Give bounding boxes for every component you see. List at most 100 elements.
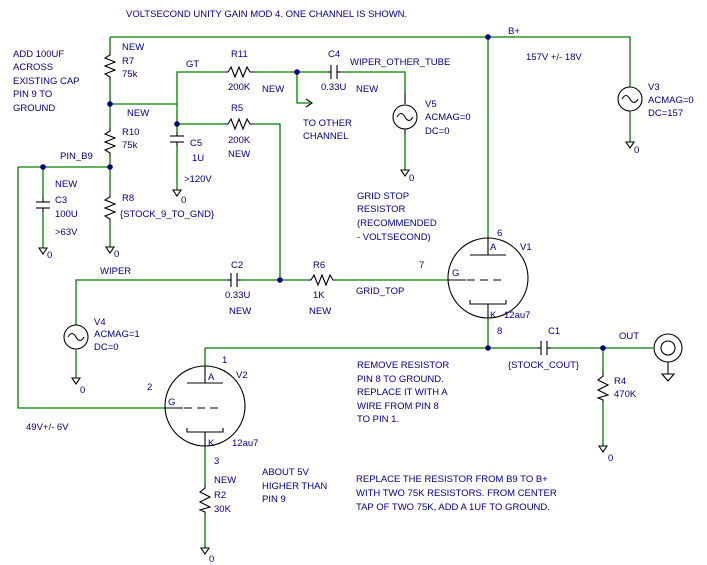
capacitor-c1 [537, 341, 551, 355]
label-nodes_text-ground: 0 [634, 145, 639, 156]
label-notes-remove_resistor-2: REPLACE IT WITH A [357, 387, 448, 398]
label-pins-g: G [452, 268, 459, 279]
label-pins-v1_grid: 7 [419, 260, 424, 271]
label-notes-add_cap-1: ACROSS [13, 62, 53, 73]
label-components-r10-value: 75k [122, 140, 138, 151]
label-nets-bplus: B+ [508, 26, 520, 37]
label-notes-add_cap-2: EXISTING CAP [13, 76, 80, 87]
label-nodes_text-ground: 0 [409, 173, 414, 184]
label-components-v1-type: 12au7 [504, 310, 530, 321]
label-components-v5-dc: DC=0 [425, 126, 450, 137]
label-nodes_text-ground: 0 [209, 554, 214, 565]
ground-symbols [37, 141, 636, 555]
label-components-v5-acmag: ACMAG=0 [425, 112, 471, 123]
tube-v1 [447, 237, 529, 319]
label-components-v4-ref: V4 [94, 317, 106, 328]
label-components-c5-value: 1U [192, 153, 204, 164]
label-components-v4-acmag: ACMAG=1 [94, 329, 140, 340]
label-components-c3-value: 100U [55, 209, 78, 220]
resistor-r8 [103, 194, 117, 222]
label-notes-add_cap-3: PIN 9 TO [13, 89, 52, 100]
label-nodes_text-ground: 0 [608, 453, 613, 464]
label-voltages-c3_rating: >63V [55, 227, 78, 238]
tube-v2 [164, 365, 246, 447]
label-components-r5-ref: R5 [231, 103, 243, 114]
resistor-r4 [596, 372, 610, 402]
label-nodes_text-new: NEW [127, 108, 149, 119]
label-notes-replace_resistor-2: TAP OF TWO 75K, ADD A 1UF TO GROUND. [356, 502, 550, 513]
label-nets-out: OUT [619, 331, 639, 342]
label-components-v2-type: 12au7 [232, 438, 258, 449]
label-components-r7-value: 75k [122, 69, 138, 80]
label-components-r11-note: NEW [262, 84, 284, 95]
label-components-r2-ref: R2 [214, 490, 226, 501]
label-components-r11-ref: R11 [231, 49, 248, 60]
label-components-r7-note: NEW [122, 42, 144, 53]
wires [17, 36, 653, 548]
label-components-c2-note: NEW [229, 306, 251, 317]
label-notes-about_5v-1: HIGHER THAN [262, 481, 327, 492]
label-pins-a: A [208, 372, 215, 383]
label-components-c5-ref: C5 [190, 138, 202, 149]
label-notes-remove_resistor-0: REMOVE RESISTOR [357, 360, 449, 371]
label-notes-remove_resistor-1: PIN 8 TO GROUND. [357, 374, 444, 385]
label-components-v5-ref: V5 [425, 99, 437, 110]
label-components-v3-acmag: ACMAG=0 [648, 95, 694, 106]
label-components-c1-value: {STOCK_COUT} [508, 360, 579, 371]
label-notes-replace_resistor-0: REPLACE THE RESISTOR FROM B9 TO B+ [356, 474, 548, 485]
label-components-c1-ref: C1 [548, 326, 560, 337]
label-components-c4-note: NEW [356, 84, 378, 95]
label-components-r5-note: NEW [228, 149, 250, 160]
label-components-v4-dc: DC=0 [94, 342, 119, 353]
label-voltages-pin1_range: 49V+/- 6V [26, 422, 69, 433]
label-components-c3-ref: C3 [55, 195, 67, 206]
label-nets-pin_b9: PIN_B9 [60, 151, 93, 162]
bplus-rail [110, 36, 631, 87]
capacitor-c3 [36, 198, 50, 212]
label-notes-about_5v-0: ABOUT 5V [262, 467, 309, 478]
source-v3 [617, 86, 643, 112]
source-v5 [392, 94, 418, 134]
label-nodes_text-ground: 0 [181, 195, 186, 206]
source-v4 [63, 324, 89, 350]
label-nodes_text-ground: 0 [114, 249, 119, 260]
label-components-v1-ref: V1 [520, 242, 532, 253]
label-nets-gt: GT [186, 59, 199, 70]
label-notes-grid_stop-1: RESISTOR [357, 204, 406, 215]
label-components-c2-ref: C2 [231, 260, 243, 271]
label-notes-grid_stop-3: - VOLTSECOND) [357, 232, 431, 243]
to-other-channel-arrow [296, 72, 310, 104]
label-components-r4-ref: R4 [614, 376, 626, 387]
resistor-r5 [225, 117, 255, 131]
pin-b9-wire [17, 167, 165, 409]
label-pins-k: K [208, 438, 215, 449]
label-components-r5-value: 200K [228, 135, 251, 146]
label-pins-v1_cathode: 8 [497, 326, 502, 337]
label-components-r8-value: {STOCK_9_TO_GND} [120, 209, 214, 220]
label-notes-about_5v-2: PIN 9 [262, 494, 286, 505]
label-notes-remove_resistor-4: TO PIN 1. [357, 414, 399, 425]
capacitor-c5 [170, 132, 184, 146]
label-components-r6-note: NEW [309, 306, 331, 317]
label-pins-v2_anode: 1 [222, 355, 227, 366]
label-components-c4-value: 0.33U [321, 82, 346, 93]
label-nodes_text-ground: 0 [47, 250, 52, 261]
label-nets-grid_top: GRID_TOP [356, 286, 404, 297]
label-components-c2-value: 0.33U [225, 290, 250, 301]
resistor-r2 [198, 484, 212, 514]
resistor-r10 [103, 128, 117, 156]
label-components-r8-ref: R8 [122, 193, 134, 204]
label-notes-to_other_channel-1: CHANNEL [303, 131, 348, 142]
arrow-head-icon [305, 98, 313, 108]
label-components-r10-ref: R10 [122, 127, 139, 138]
label-notes-grid_stop-2: (RECOMMENDED [357, 218, 437, 229]
label-voltages-bplus_range: 157V +/- 18V [526, 52, 582, 63]
output-jack [653, 333, 683, 382]
label-notes-grid_stop-0: GRID STOP [357, 191, 409, 202]
label-components-v2-ref: V2 [236, 370, 248, 381]
label-components-r2-value: 30K [214, 504, 232, 515]
labels: VOLTSECOND UNITY GAIN MOD 4. ONE CHANNEL… [13, 9, 694, 565]
label-pins-g: G [168, 397, 175, 408]
label-nets-wiper_other_tube: WIPER_OTHER_TUBE [350, 57, 450, 68]
